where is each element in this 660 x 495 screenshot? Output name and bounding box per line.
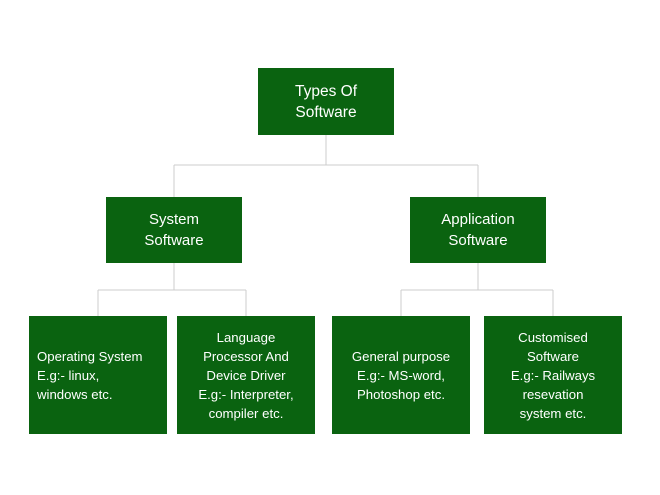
- node-general-purpose: General purpose E.g:- MS-word, Photoshop…: [332, 316, 470, 434]
- node-language-processor-device-driver: Language Processor And Device Driver E.g…: [177, 316, 315, 434]
- node-application-software: Application Software: [410, 197, 546, 263]
- node-types-of-software: Types Of Software: [258, 68, 394, 135]
- node-customised-software-label: Customised Software E.g:- Railways resev…: [510, 329, 596, 421]
- node-application-software-label: Application Software: [441, 211, 515, 249]
- node-language-processor-device-driver-label: Language Processor And Device Driver E.g…: [198, 329, 294, 421]
- node-operating-system: Operating System E.g:- linux, windows et…: [29, 316, 167, 434]
- node-customised-software: Customised Software E.g:- Railways resev…: [484, 316, 622, 434]
- node-operating-system-label: Operating System E.g:- linux, windows et…: [37, 348, 143, 402]
- node-types-of-software-label: Types Of Software: [294, 82, 358, 121]
- node-system-software-label: System Software: [144, 211, 204, 249]
- node-general-purpose-label: General purpose E.g:- MS-word, Photoshop…: [351, 348, 451, 402]
- node-system-software: System Software: [106, 197, 242, 263]
